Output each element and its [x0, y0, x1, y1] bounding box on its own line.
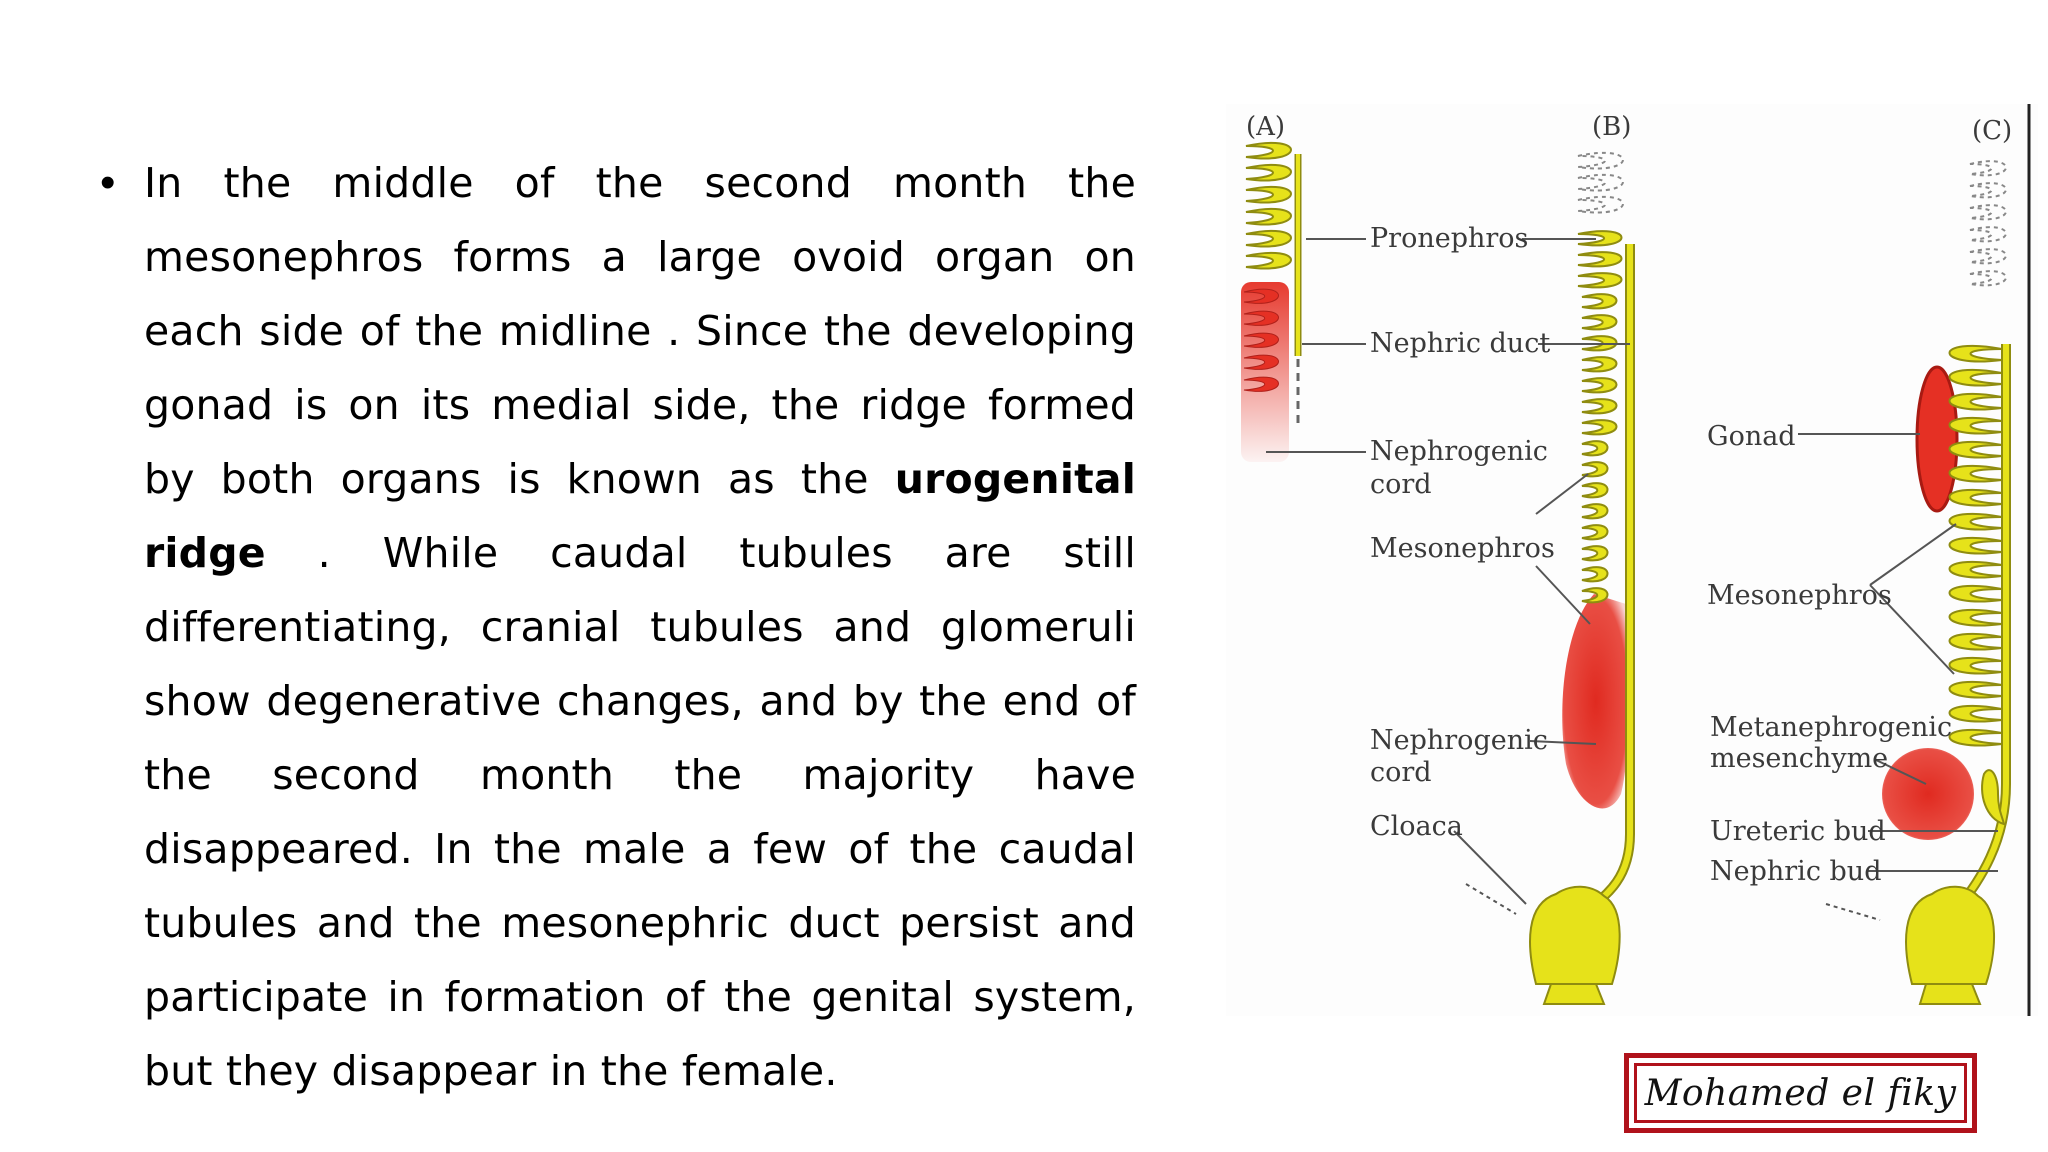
panel-c-cloaca — [1905, 885, 1996, 985]
panel-b-mesonephric-tubule — [1581, 545, 1609, 562]
panel-b-mesonephric-tubule — [1581, 293, 1618, 310]
label-mesonephros-b: Mesonephros — [1370, 533, 1555, 564]
panel-a-nephrogenic-tissue — [1241, 282, 1289, 462]
panel-a-diagram — [1241, 141, 1302, 462]
label-nephric-duct: Nephric duct — [1370, 328, 1550, 359]
panel-b-mesonephric-tubule — [1581, 587, 1609, 604]
panel-b-mesonephric-tubule — [1581, 503, 1609, 520]
panel-c-regressed-tubule — [1969, 270, 2007, 287]
panel-c-mesonephric-tubule — [1948, 704, 2003, 723]
panel-c-mesonephric-tubule — [1948, 440, 2003, 459]
panel-b-mesonephric-tubule — [1581, 314, 1618, 331]
label-gonad: Gonad — [1707, 421, 1796, 452]
panel-a-nephrogenic-tubule — [1243, 310, 1279, 326]
panel-c-mesonephric-tubule — [1948, 488, 2003, 507]
panel-c-ureteric-bud — [1981, 769, 2006, 826]
panel-c-mesonephric-tubule — [1948, 536, 2003, 555]
label-mesonephros-c: Mesonephros — [1707, 580, 1892, 611]
panel-b-regressed-tubule — [1577, 173, 1624, 192]
label-nephrogenic-cord2-line1: Nephrogenic — [1370, 725, 1548, 756]
panel-b-mesonephric-tubule — [1581, 566, 1609, 583]
panel-c-diagram — [1882, 160, 2011, 1005]
panel-c-mesonephric-tubule — [1948, 512, 2003, 531]
panel-a-pronephric-tubule — [1245, 185, 1292, 204]
panel-c-regressed-tubule — [1969, 160, 2007, 177]
panel-c-mesonephric-tubule — [1948, 728, 2003, 747]
panel-a-pronephric-tubule — [1245, 163, 1292, 182]
label-nephrogenic-cord-line2: cord — [1370, 469, 1432, 500]
panel-c-mesonephric-tubule — [1948, 680, 2003, 699]
leader-lines — [1266, 238, 1998, 921]
panel-c-mesonephric-tubule — [1948, 368, 2003, 387]
signature-inner-frame: Mohamed el fiky — [1634, 1063, 1967, 1123]
bullet-dot: • — [100, 158, 116, 207]
bold-term-urogenital-ridge: urogenital ridge — [144, 455, 1136, 577]
panel-c-mesonephric-tubule — [1948, 560, 2003, 579]
panel-b-mesonephric-tubule — [1581, 398, 1618, 415]
panel-a-nephrogenic-tubule — [1243, 354, 1279, 370]
panel-b-regressed-tubule — [1577, 151, 1624, 170]
label-nephrogenic-cord-line1: Nephrogenic — [1370, 436, 1548, 467]
label-nephric-bud: Nephric bud — [1710, 856, 1881, 887]
panel-a-nephrogenic-tubule — [1243, 288, 1279, 304]
panel-c-mesonephric-tubule — [1948, 464, 2003, 483]
panel-a-pronephric-tubule — [1245, 207, 1292, 226]
panel-a-nephrogenic-tubule — [1243, 332, 1279, 348]
bullet-text-start: In the middle of the second month the me… — [144, 159, 1136, 503]
kidney-development-figure: (A) (B) (C) — [1226, 104, 2038, 1016]
panel-c-mesonephric-tubule — [1948, 656, 2003, 675]
panel-b-mesonephric-tubule — [1581, 461, 1609, 478]
panel-c-regressed-tubule — [1969, 204, 2007, 221]
panel-label-b: (B) — [1592, 112, 1631, 142]
panel-c-gonad — [1915, 365, 1959, 513]
panel-b-mesonephric-tubule — [1581, 419, 1618, 436]
panel-c-regressed-tubule — [1969, 182, 2007, 199]
panel-b-cloaca — [1529, 885, 1621, 985]
panel-b-mesonephric-tubule — [1577, 230, 1623, 247]
signature-text: Mohamed el fiky — [1644, 1072, 1957, 1114]
panel-a-nephrogenic-tubule — [1243, 376, 1279, 392]
panel-b-mesonephric-tubule — [1581, 356, 1618, 373]
bullet-paragraph: In the middle of the second month the me… — [144, 146, 1136, 1108]
panel-b-mesonephric-tubule — [1577, 272, 1623, 289]
panel-b-mesonephric-tubule — [1581, 335, 1618, 352]
panel-a-pronephric-tubule — [1245, 141, 1292, 160]
label-pronephros: Pronephros — [1370, 223, 1528, 254]
panel-b-mesonephric-tubule — [1581, 440, 1609, 457]
panel-b-nephrogenic-cord — [1562, 594, 1630, 809]
panel-c-mesonephric-tubule — [1948, 344, 2003, 363]
panel-label-c: (C) — [1972, 116, 2012, 146]
panel-c-mesonephric-tubule — [1948, 632, 2003, 651]
panel-b-mesonephric-tubule — [1581, 377, 1618, 394]
text-block: • In the middle of the second month the … — [100, 146, 1136, 1108]
label-ureteric-bud: Ureteric bud — [1710, 816, 1886, 847]
panel-c-mesonephric-tubule — [1948, 584, 2003, 603]
panel-label-a: (A) — [1246, 112, 1285, 142]
bullet-text-end: . While caudal tubules are still differe… — [144, 529, 1136, 1095]
panel-b-mesonephric-tubule — [1577, 251, 1623, 268]
panel-b-mesonephric-tubule — [1581, 524, 1609, 541]
panel-c-regressed-tubule — [1969, 226, 2007, 243]
panel-b-regressed-tubule — [1577, 195, 1624, 214]
panel-c-mesonephric-tubule — [1948, 392, 2003, 411]
label-metanephrogenic-line2: mesenchyme — [1710, 743, 1888, 774]
panel-a-pronephric-tubule — [1245, 251, 1292, 270]
panel-a-pronephric-tubule — [1245, 229, 1292, 248]
label-metanephrogenic-line1: Metanephrogenic — [1710, 712, 1952, 743]
panel-c-metanephrogenic-mesenchyme — [1882, 748, 1974, 840]
panel-c-regressed-tubule — [1969, 248, 2007, 265]
signature-stamp: Mohamed el fiky — [1624, 1053, 1977, 1133]
panel-b-mesonephric-tubule — [1581, 482, 1609, 499]
panel-c-mesonephric-tubule — [1948, 608, 2003, 627]
panel-b-diagram — [1529, 151, 1635, 1005]
label-nephrogenic-cord2-line2: cord — [1370, 757, 1432, 788]
panel-c-mesonephric-tubule — [1948, 416, 2003, 435]
label-cloaca: Cloaca — [1370, 811, 1463, 842]
